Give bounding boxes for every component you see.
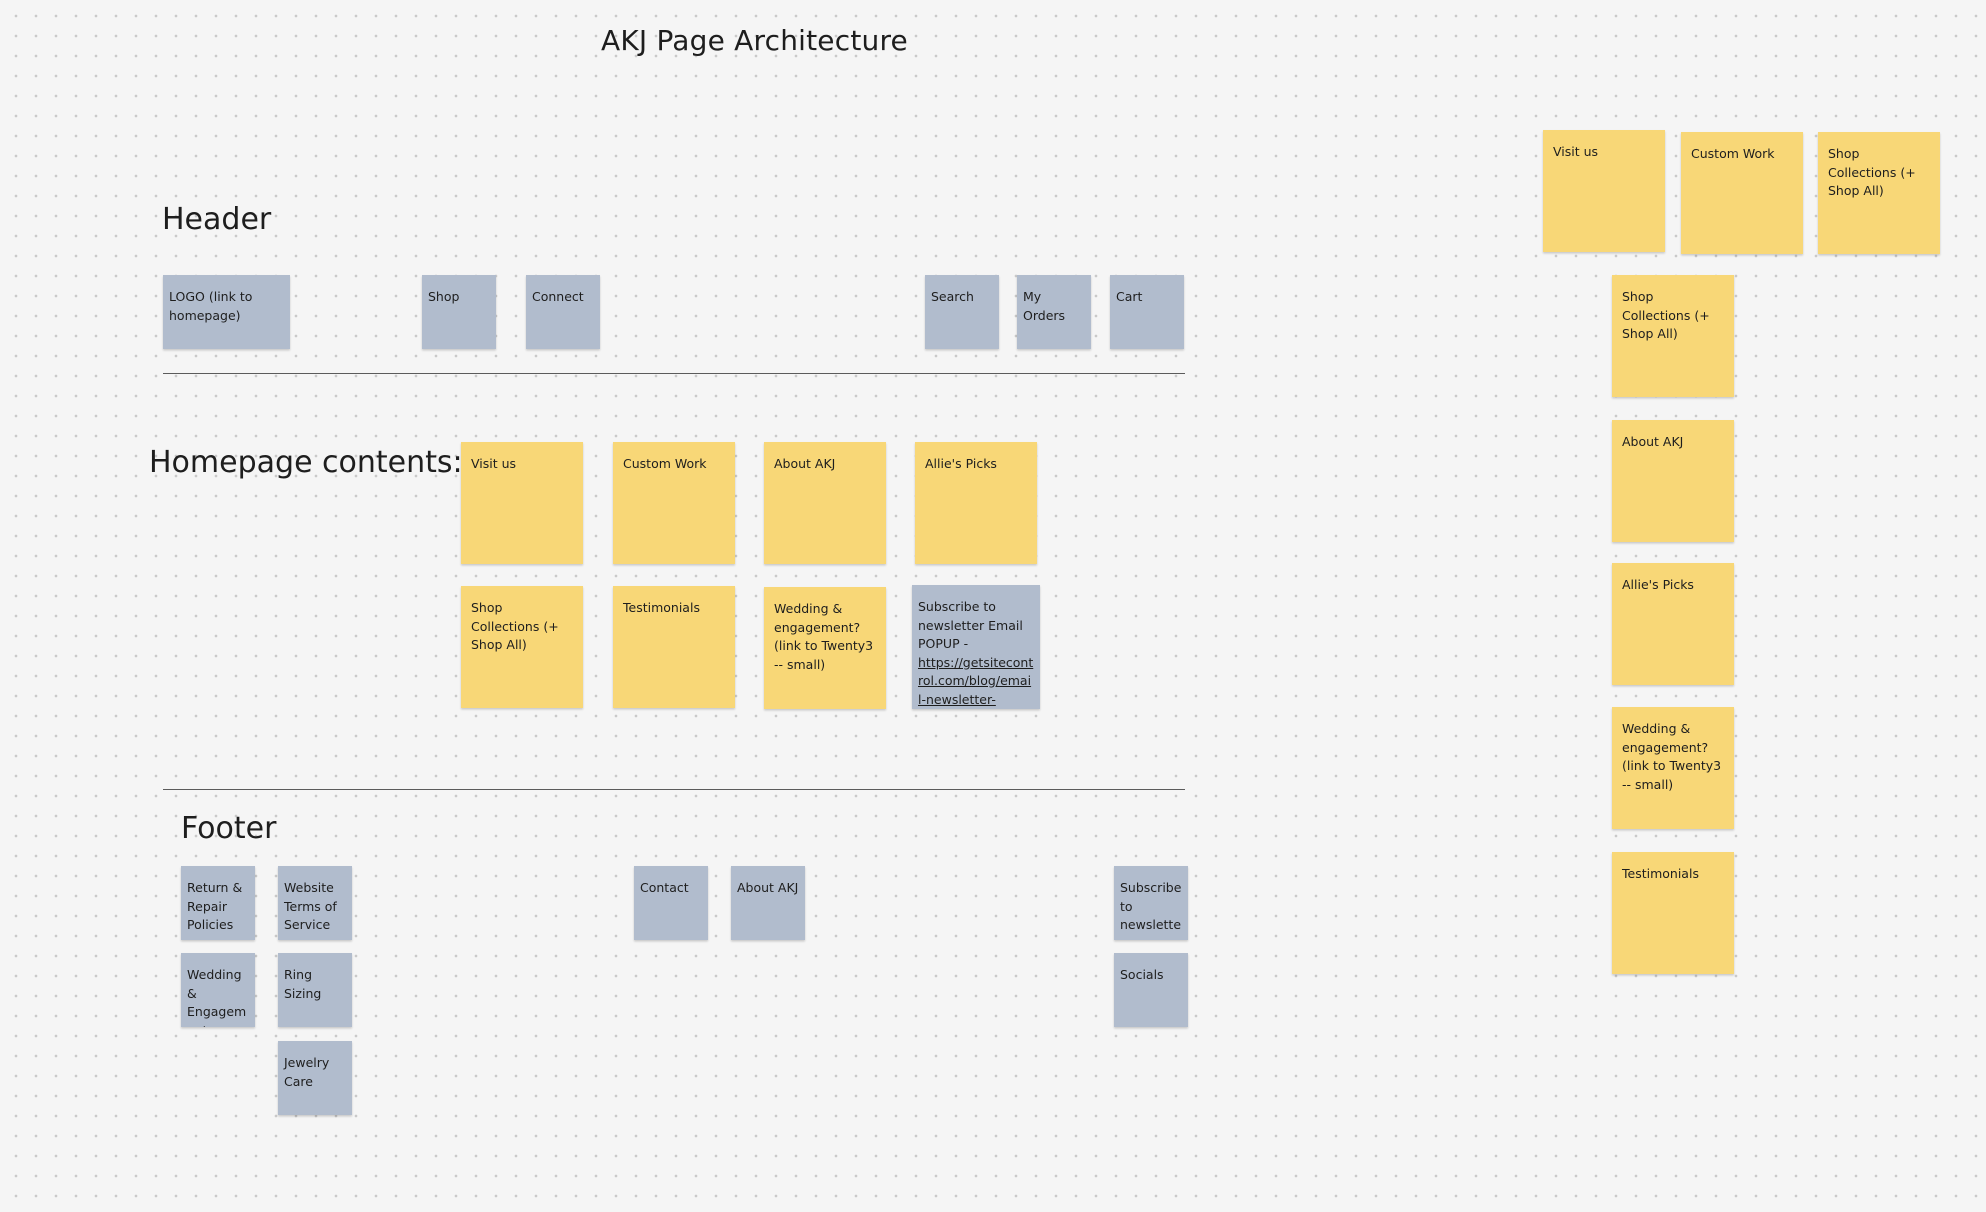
footer-section-label[interactable]: Footer — [181, 811, 277, 846]
side-shop-collections-top-note[interactable]: Shop Collections (+ Shop All) — [1818, 132, 1940, 254]
side-wedding-note[interactable]: Wedding & engagement? (link to Twenty3 -… — [1612, 707, 1734, 829]
footer-terms-note[interactable]: Website Terms of Service — [278, 866, 352, 940]
footer-ring-sizing-note[interactable]: Ring Sizing — [278, 953, 352, 1027]
header-shop-note[interactable]: Shop — [422, 275, 496, 349]
homepage-testimonials-note[interactable]: Testimonials — [613, 586, 735, 708]
header-search-note[interactable]: Search — [925, 275, 999, 349]
footer-wedding-engagement-note[interactable]: Wedding & Engagement — [181, 953, 255, 1027]
homepage-section-label[interactable]: Homepage contents: — [149, 445, 463, 480]
side-allies-picks-note[interactable]: Allie's Picks — [1612, 563, 1734, 685]
newsletter-popup-link[interactable]: https://getsitecontrol.com/blog/email-ne… — [918, 654, 1034, 707]
footer-socials-note[interactable]: Socials — [1114, 953, 1188, 1027]
footer-jewelry-care-note[interactable]: Jewelry Care — [278, 1041, 352, 1115]
header-section-label[interactable]: Header — [162, 202, 272, 237]
header-my-orders-note[interactable]: My Orders — [1017, 275, 1091, 349]
board-title[interactable]: AKJ Page Architecture — [601, 24, 908, 57]
header-connect-note[interactable]: Connect — [526, 275, 600, 349]
side-testimonials-note[interactable]: Testimonials — [1612, 852, 1734, 974]
homepage-visit-us-note[interactable]: Visit us — [461, 442, 583, 564]
header-divider — [163, 373, 1185, 374]
footer-about-akj-note[interactable]: About AKJ — [731, 866, 805, 940]
subscribe-popup-text: Subscribe to newsletter Email POPUP - — [918, 599, 1023, 651]
homepage-allies-picks-note[interactable]: Allie's Picks — [915, 442, 1037, 564]
side-custom-work-note[interactable]: Custom Work — [1681, 132, 1803, 254]
side-visit-us-note[interactable]: Visit us — [1543, 130, 1665, 252]
homepage-custom-work-note[interactable]: Custom Work — [613, 442, 735, 564]
side-about-akj-note[interactable]: About AKJ — [1612, 420, 1734, 542]
footer-contact-note[interactable]: Contact — [634, 866, 708, 940]
homepage-about-akj-note[interactable]: About AKJ — [764, 442, 886, 564]
homepage-shop-collections-note[interactable]: Shop Collections (+ Shop All) — [461, 586, 583, 708]
footer-return-repair-note[interactable]: Return & Repair Policies — [181, 866, 255, 940]
header-cart-note[interactable]: Cart — [1110, 275, 1184, 349]
header-logo-note[interactable]: LOGO (link to homepage) — [163, 275, 290, 349]
homepage-subscribe-popup-note[interactable]: Subscribe to newsletter Email POPUP - ht… — [912, 585, 1040, 709]
side-shop-collections-note[interactable]: Shop Collections (+ Shop All) — [1612, 275, 1734, 397]
footer-subscribe-note[interactable]: Subscribe to newsletter — [1114, 866, 1188, 940]
homepage-wedding-note[interactable]: Wedding & engagement? (link to Twenty3 -… — [764, 587, 886, 709]
homepage-divider — [163, 789, 1185, 790]
